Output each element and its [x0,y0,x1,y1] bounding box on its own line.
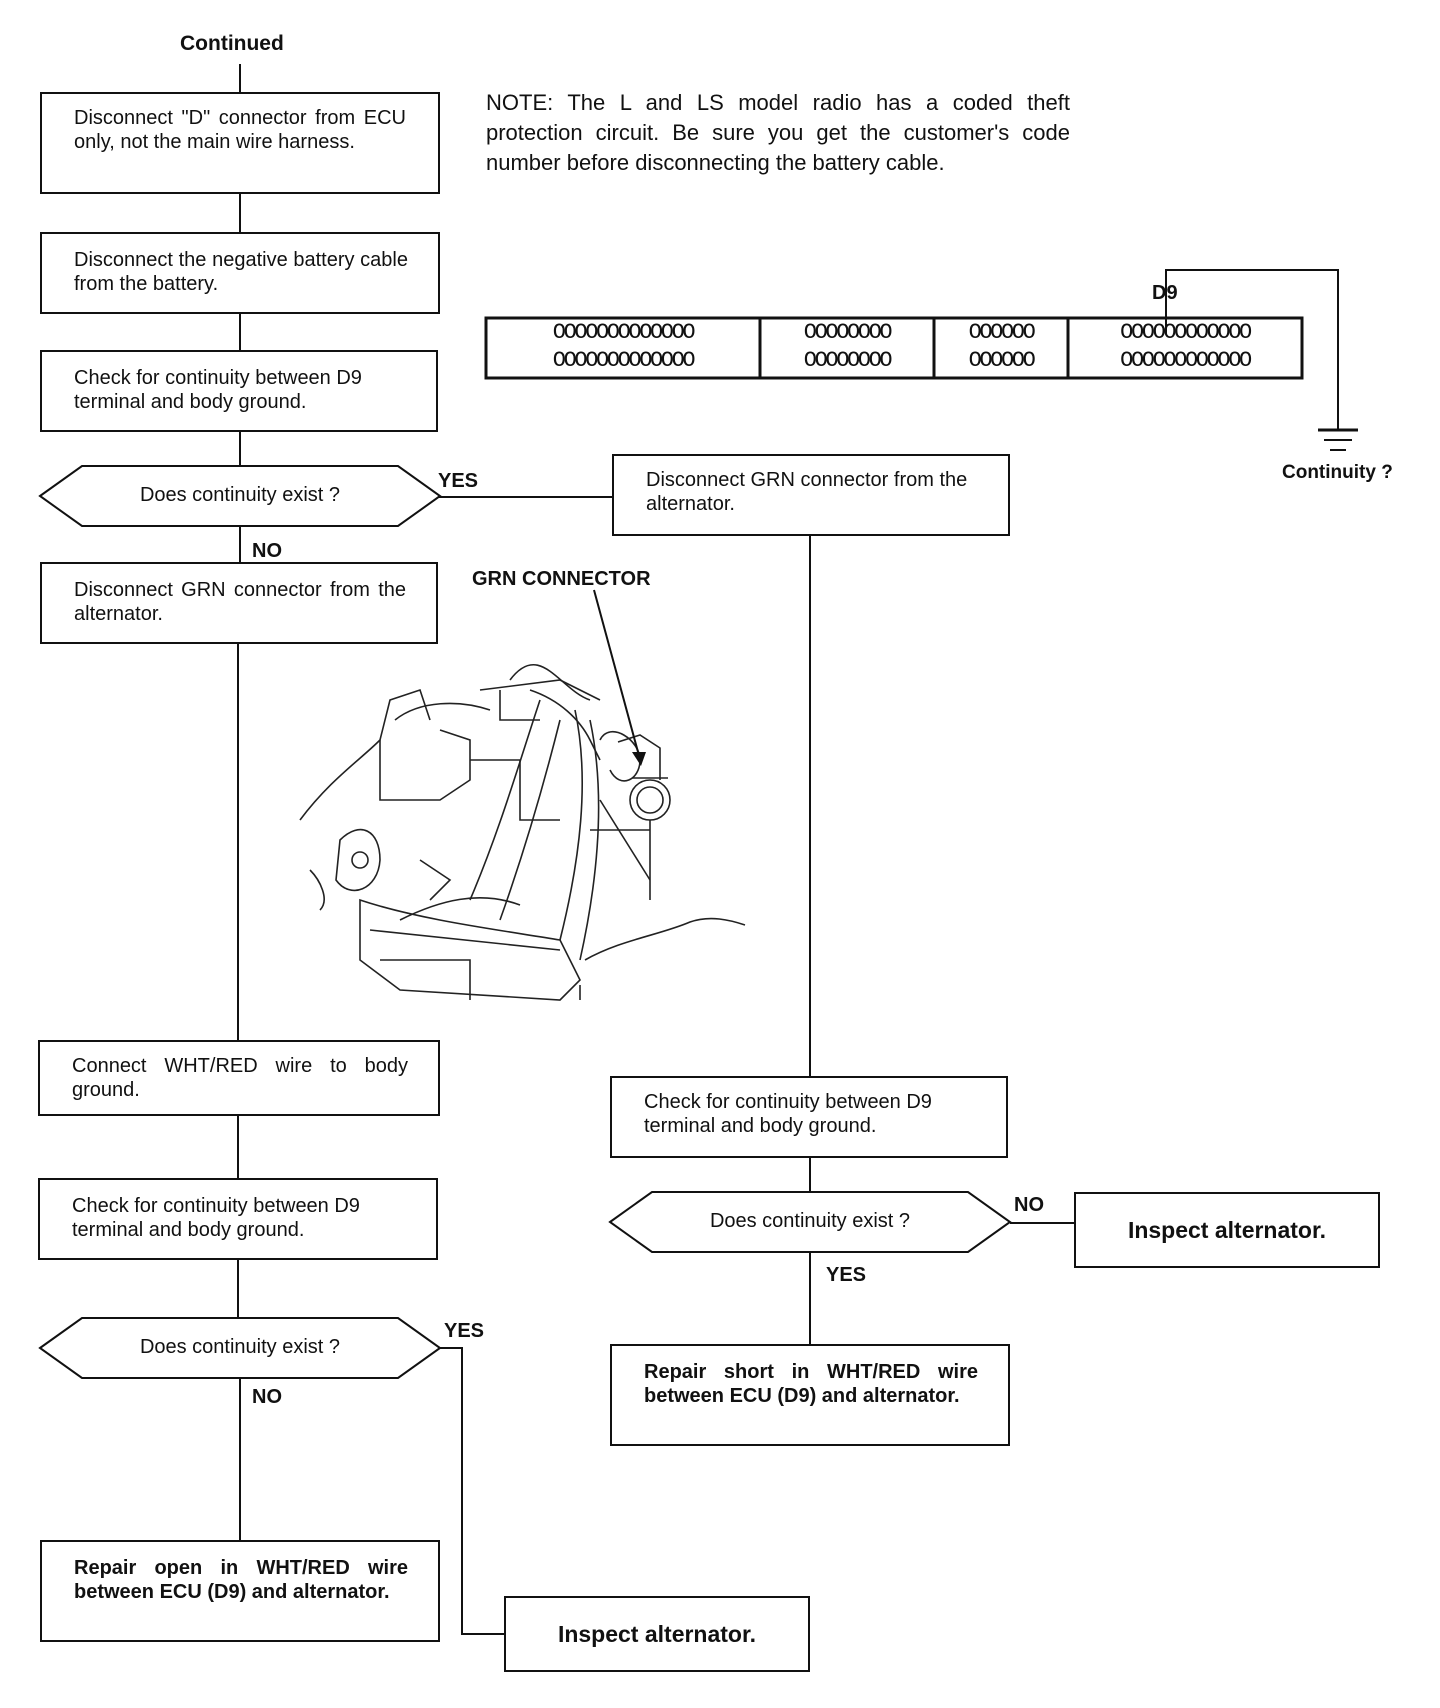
decision-continuity-3: Does continuity exist ? [709,1210,911,1232]
continued-label: Continued [180,32,284,55]
engine-illustration [299,664,746,1001]
repair-short-wire: Repair short in WHT/RED wire between ECU… [610,1344,1010,1446]
decision-shape-3 [608,1191,1012,1253]
step-connect-wht-red: Connect WHT/RED wire to body ground. [38,1040,440,1116]
no-label-2: NO [252,1386,282,1408]
step-check-continuity-2: Check for continuity between D9 terminal… [38,1178,438,1260]
terminal-row-4-top: OOOOOOOOOOOO [1120,320,1252,345]
terminal-row-3-bottom: OOOOOO [968,348,1036,373]
theft-protection-note: NOTE: The L and LS model radio has a cod… [486,90,1070,175]
no-label-3: NO [1014,1194,1044,1216]
terminal-row-1-bottom: OOOOOOOOOOOOO [552,348,696,373]
grn-connector-label: GRN CONNECTOR [472,568,651,590]
terminal-row-2-bottom: OOOOOOOO [803,348,893,373]
yes-label-1: YES [438,470,479,492]
decision-shape-2 [38,1317,442,1379]
terminal-row-1-top: OOOOOOOOOOOOO [552,320,696,345]
step-disconnect-grn-left: Disconnect GRN connector from the altern… [40,562,438,644]
terminal-row-3-top: OOOOOO [968,320,1036,345]
repair-open-wire: Repair open in WHT/RED wire between ECU … [40,1540,440,1642]
step-disconnect-battery: Disconnect the negative battery cable fr… [40,232,440,314]
decision-continuity-2: Does continuity exist ? [139,1336,341,1358]
inspect-alternator-right: Inspect alternator. [1074,1192,1380,1268]
step-check-continuity-3: Check for continuity between D9 terminal… [610,1076,1008,1158]
step-check-continuity-1: Check for continuity between D9 terminal… [40,350,438,432]
step-disconnect-d-connector: Disconnect "D" connector from ECU only, … [40,92,440,194]
decision-continuity-1: Does continuity exist ? [139,484,341,506]
continuity-question-label: Continuity ? [1282,462,1393,483]
terminal-row-4-bottom: OOOOOOOOOOOO [1120,348,1252,373]
terminal-row-2-top: OOOOOOOO [803,320,893,345]
d9-label: D9 [1152,282,1178,304]
yes-label-3: YES [826,1264,867,1286]
no-label-1: NO [252,540,282,562]
yes-label-2: YES [444,1320,485,1342]
step-disconnect-grn-right: Disconnect GRN connector from the altern… [612,454,1010,536]
decision-shape-1 [38,465,442,527]
inspect-alternator-bottom: Inspect alternator. [504,1596,810,1672]
